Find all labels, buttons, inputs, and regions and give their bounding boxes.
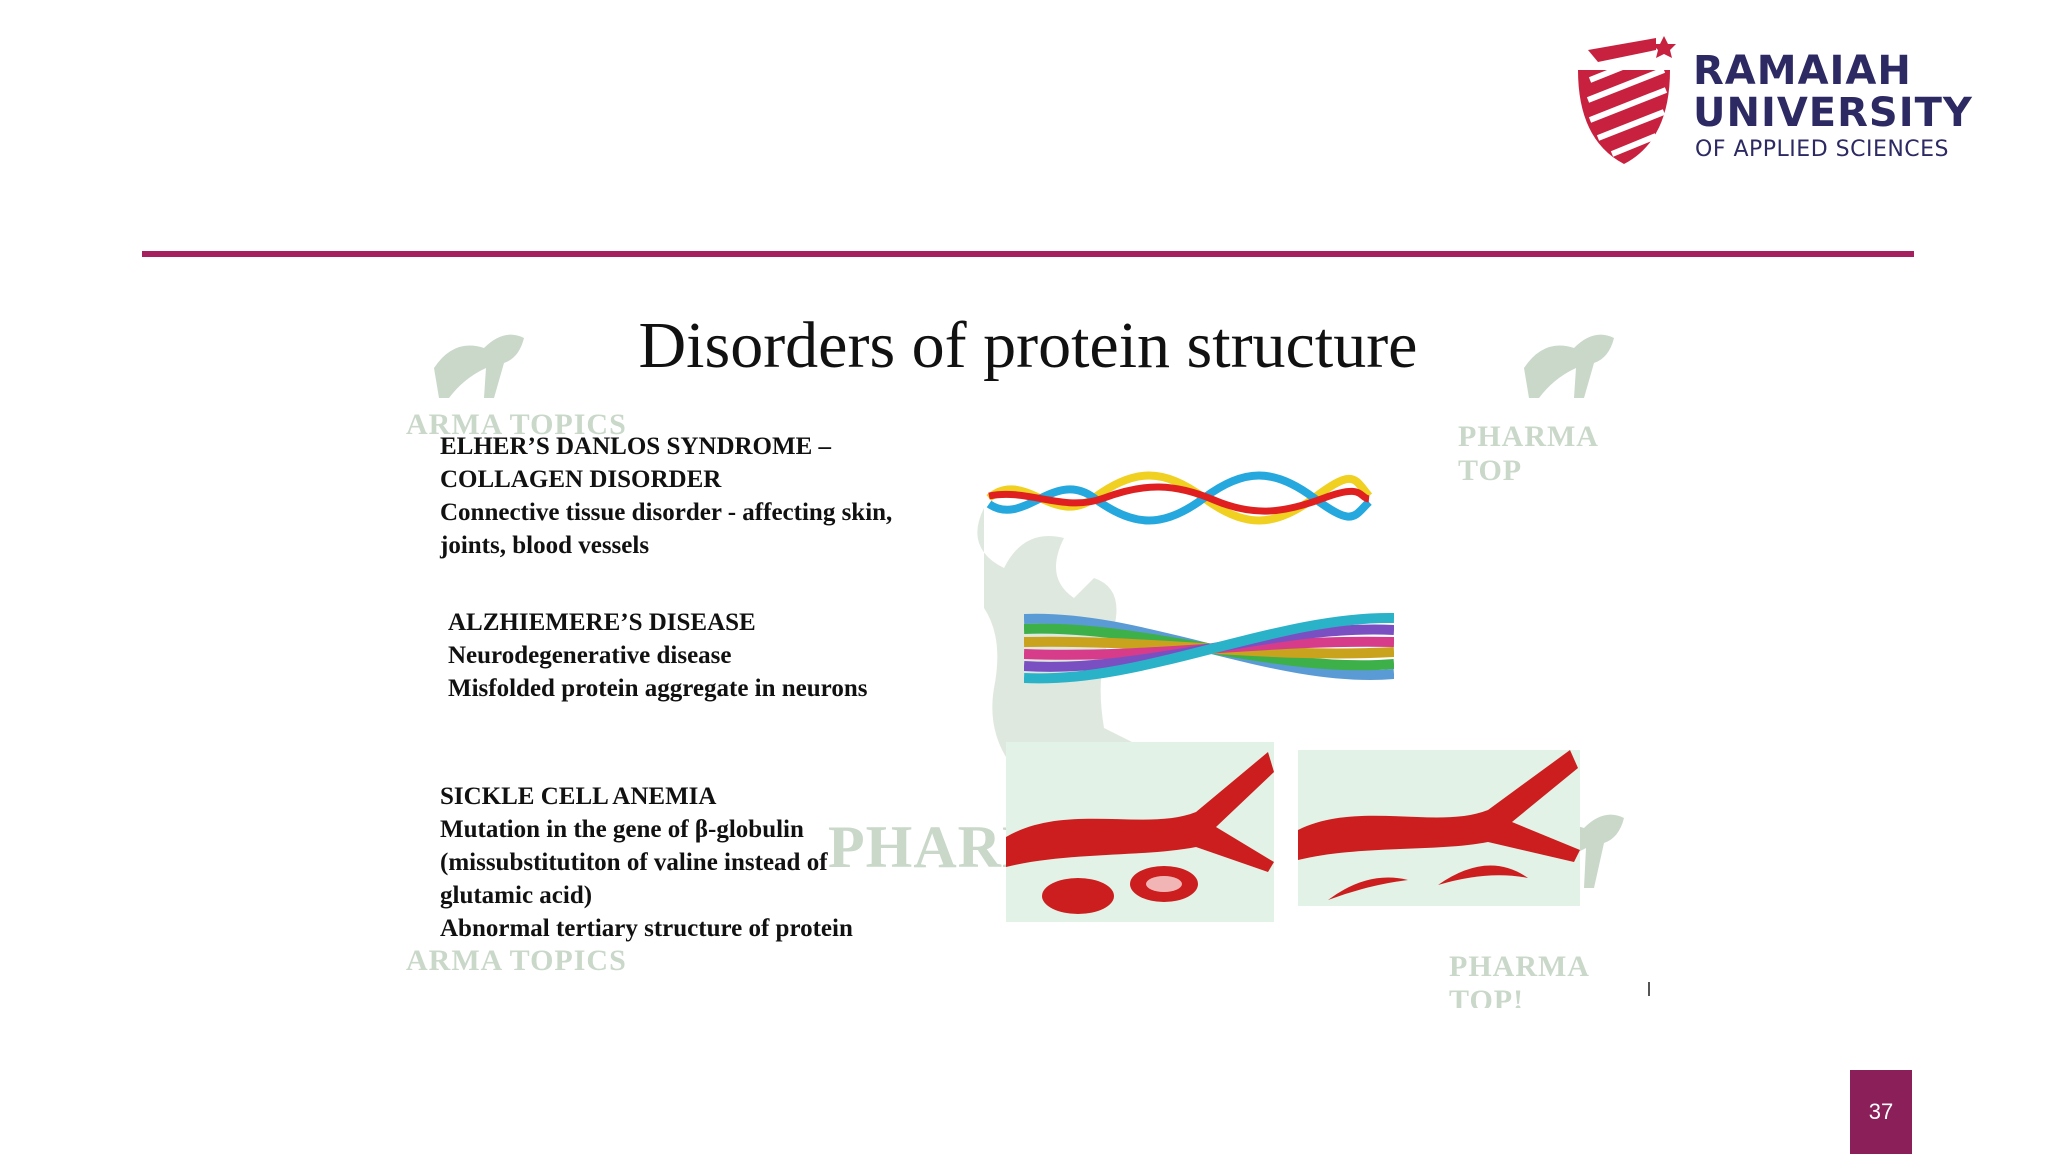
logo-line-3: OF APPLIED SCIENCES <box>1695 137 1950 162</box>
section-text: Misfolded protein aggregate in neurons <box>448 675 868 702</box>
logo-line-2: UNIVERSITY <box>1693 90 1973 136</box>
section-text: Connective tissue disorder - affecting s… <box>440 499 893 526</box>
section-heading: SICKLE CELL ANEMIA <box>440 783 717 810</box>
logo-line-1: RAMAIAH <box>1693 48 1912 94</box>
section-text: Abnormal tertiary structure of protein <box>440 915 853 942</box>
section-text: Neurodegenerative disease <box>448 642 732 669</box>
section-heading: ELHER’S DANLOS SYNDROME – <box>440 433 832 460</box>
watermark-text: ARMA TOPICS <box>406 408 627 441</box>
deer-watermark-icon <box>434 334 524 398</box>
slide-title: Disorders of protein structure <box>638 309 1418 382</box>
embedded-slide-image: ARMA TOPICS PHARMA TOP PHARM ARMA TOPICS… <box>404 308 1652 1008</box>
section-heading: ALZHIEMERE’S DISEASE <box>448 609 756 636</box>
large-deer-watermark-icon <box>977 508 1176 898</box>
sickle-rbc-image <box>1298 750 1580 906</box>
university-logo: RAMAIAH UNIVERSITY OF APPLIED SCIENCES <box>1568 30 2008 170</box>
page-number: 37 <box>1850 1070 1912 1154</box>
blood-vessel-normal-icon <box>1006 752 1274 914</box>
deer-watermark-icon <box>1524 334 1614 398</box>
header-divider <box>142 251 1914 257</box>
alzheimers-section: ALZHIEMERE’S DISEASE Neurodegenerative d… <box>448 606 867 705</box>
section-text: joints, blood vessels <box>440 532 650 559</box>
watermark-text: ARMA TOPICS <box>406 944 627 977</box>
section-text: glutamic acid) <box>440 882 593 909</box>
watermark-text: PHARMA TOP <box>1458 420 1598 487</box>
stray-mark <box>1648 982 1650 996</box>
section-text: (missubstitutiton of valine instead of <box>440 849 828 876</box>
watermark-text: PHARMA TOP! <box>1449 950 1589 1008</box>
university-emblem-icon <box>1578 36 1676 164</box>
collagen-helix-image <box>986 471 1373 525</box>
ehlers-danlos-section: ELHER’S DANLOS SYNDROME – COLLAGEN DISOR… <box>440 430 892 562</box>
blood-vessel-sickle-icon <box>1298 750 1580 900</box>
sickle-cell-section: SICKLE CELL ANEMIA Mutation in the gene … <box>440 780 853 945</box>
section-text: Mutation in the gene of β-globulin <box>440 816 804 843</box>
section-heading: COLLAGEN DISORDER <box>440 466 722 493</box>
amyloid-fibril-image <box>1024 612 1394 684</box>
normal-rbc-image <box>1006 742 1274 922</box>
